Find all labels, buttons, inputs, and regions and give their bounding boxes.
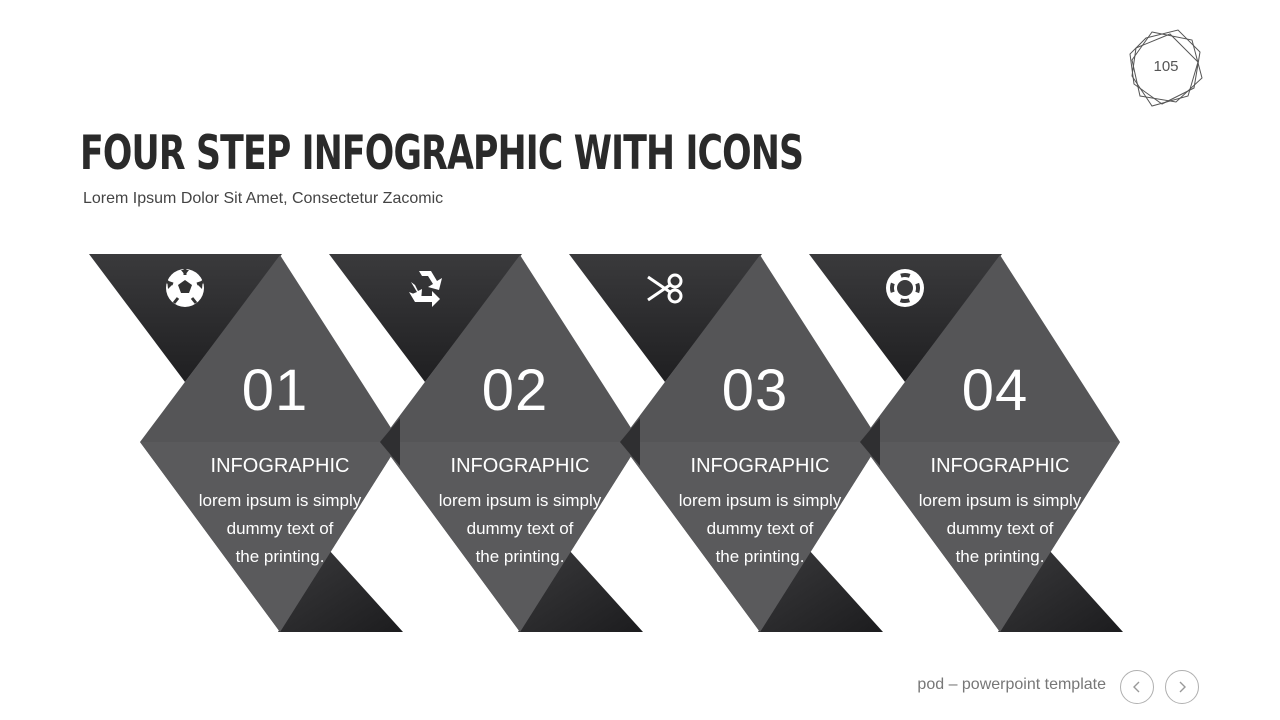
step-top-triangle <box>89 254 282 382</box>
lifebuoy-icon <box>882 265 928 311</box>
step-overlap-shadow <box>860 418 880 466</box>
scissors-icon <box>642 265 688 311</box>
step-bottom-triangle <box>758 550 883 632</box>
step-top-triangle <box>329 254 522 382</box>
step-description-line: the printing. <box>955 547 1045 566</box>
soccer-ball-icon <box>162 265 208 311</box>
step-description: lorem ipsum is simply dummy text of the pr… <box>190 487 370 571</box>
step-description: lorem ipsum is simply dummy text of the pr… <box>670 487 850 571</box>
step-top-triangle <box>809 254 1002 382</box>
step-overlap-shadow <box>620 418 640 466</box>
step-overlap-shadow <box>380 418 400 466</box>
chevron-right-icon <box>1179 681 1186 693</box>
step-description-line: lorem ipsum is simply <box>198 491 362 510</box>
step-description-line: dummy text of <box>946 519 1054 538</box>
step-heading: INFOGRAPHIC <box>210 455 350 477</box>
step-top-triangle <box>569 254 762 382</box>
step-number: 03 <box>721 358 789 423</box>
step-description-line: lorem ipsum is simply <box>918 491 1082 510</box>
footer-text: pod – powerpoint template <box>917 676 1106 693</box>
step-diamond-lower <box>620 442 880 632</box>
step-description-line: dummy text of <box>706 519 814 538</box>
step-bottom-triangle <box>518 550 643 632</box>
step-description-line: the printing. <box>475 547 565 566</box>
step-diamond-lower <box>860 442 1120 632</box>
step-description: lorem ipsum is simply dummy text of the pr… <box>910 487 1090 571</box>
recycle-icon <box>402 265 448 311</box>
step-bottom-triangle <box>278 550 403 632</box>
step-heading: INFOGRAPHIC <box>450 455 590 477</box>
previous-slide-button[interactable] <box>1120 670 1154 704</box>
slide-subtitle: Lorem Ipsum Dolor Sit Amet, Consectetur … <box>83 190 444 207</box>
step-description-line: lorem ipsum is simply <box>438 491 602 510</box>
step-number: 01 <box>241 358 309 423</box>
step-number: 02 <box>481 358 549 423</box>
step-description: lorem ipsum is simply dummy text of the pr… <box>430 487 610 571</box>
page-number: 105 <box>1153 58 1179 75</box>
step-heading: INFOGRAPHIC <box>690 455 830 477</box>
step-description-line: dummy text of <box>466 519 574 538</box>
next-slide-button[interactable] <box>1165 670 1199 704</box>
step-bottom-triangle <box>998 550 1123 632</box>
step-heading: INFOGRAPHIC <box>930 455 1070 477</box>
step-description-line: lorem ipsum is simply <box>678 491 842 510</box>
step-description-line: the printing. <box>235 547 325 566</box>
step-diamond-lower <box>380 442 640 632</box>
step-diamond-lower <box>140 442 400 632</box>
step-number: 04 <box>961 358 1029 423</box>
chevron-left-icon <box>1133 681 1140 693</box>
step-description-line: the printing. <box>715 547 805 566</box>
slide-title: FOUR STEP INFOGRAPHIC WITH ICONS <box>80 126 804 181</box>
step-description-line: dummy text of <box>226 519 334 538</box>
page-number-badge-icon <box>1129 29 1203 107</box>
